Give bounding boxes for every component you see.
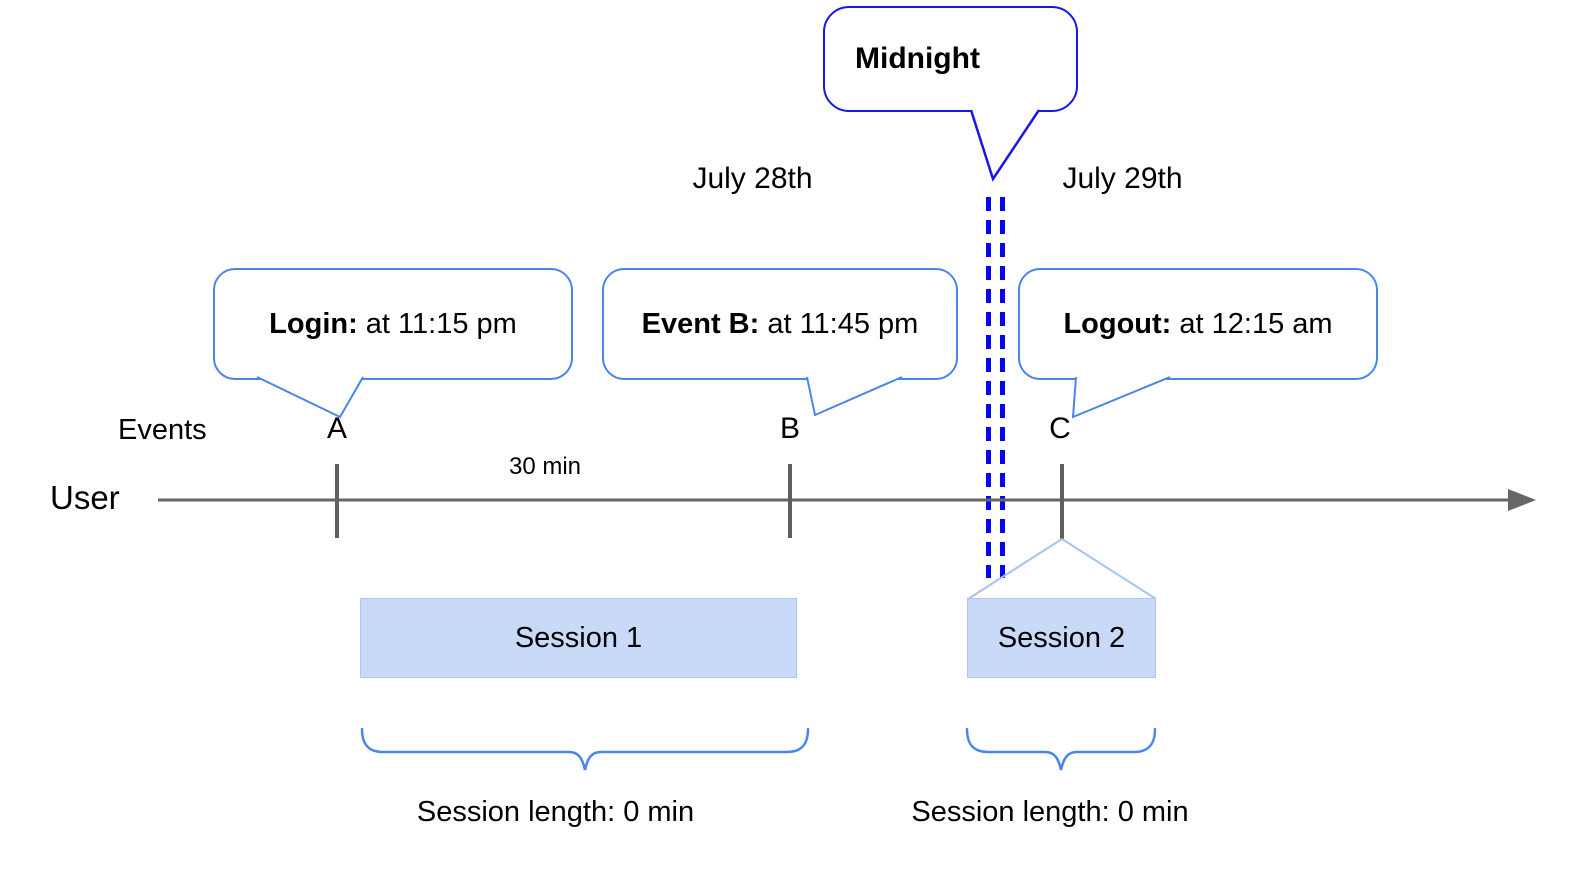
session-2-brace: [965, 727, 1157, 771]
session-2-funnel-left: [967, 538, 1063, 600]
session-1-label: Session 1: [514, 621, 643, 654]
midnight-label: Midnight: [855, 42, 980, 75]
session-2-bar: Session 2: [967, 598, 1156, 678]
session-1-bar: Session 1: [360, 598, 797, 678]
midnight-bubble: Midnight: [823, 6, 1078, 112]
event-b-callout-label: Event B:: [641, 307, 760, 340]
events-axis-label: Events: [118, 414, 207, 446]
event-letter-a: A: [326, 412, 347, 445]
session-2-length-label: Session length: 0 min: [911, 796, 1189, 828]
login-callout-label: Login:: [269, 307, 358, 340]
event-letter-b: B: [779, 412, 800, 445]
event-b-callout: Event B: at 11:45 pm: [602, 268, 958, 380]
event-b-callout-text: at 11:45 pm: [759, 307, 919, 340]
event-letter-c: C: [1049, 412, 1071, 445]
logout-callout-tail: [1071, 376, 1171, 419]
logout-callout: Logout: at 12:15 am: [1018, 268, 1378, 380]
login-callout-tail: [256, 376, 364, 419]
date-label-july-29: July 29th: [1062, 162, 1183, 195]
session-2-funnel-right: [1061, 538, 1157, 600]
user-axis-label: User: [50, 479, 120, 516]
login-callout-text: at 11:15 pm: [357, 307, 517, 340]
logout-callout-text: at 12:15 am: [1171, 307, 1333, 340]
interval-label-30min: 30 min: [508, 453, 582, 480]
session-1-length-label: Session length: 0 min: [416, 796, 695, 828]
date-label-july-28: July 28th: [692, 162, 813, 195]
timeline-arrow-icon: [1508, 489, 1536, 511]
session-2-label: Session 2: [997, 621, 1126, 654]
logout-callout-label: Logout:: [1063, 307, 1172, 340]
login-callout: Login: at 11:15 pm: [213, 268, 573, 380]
session-1-brace: [360, 727, 810, 771]
event-b-callout-tail: [806, 376, 903, 417]
